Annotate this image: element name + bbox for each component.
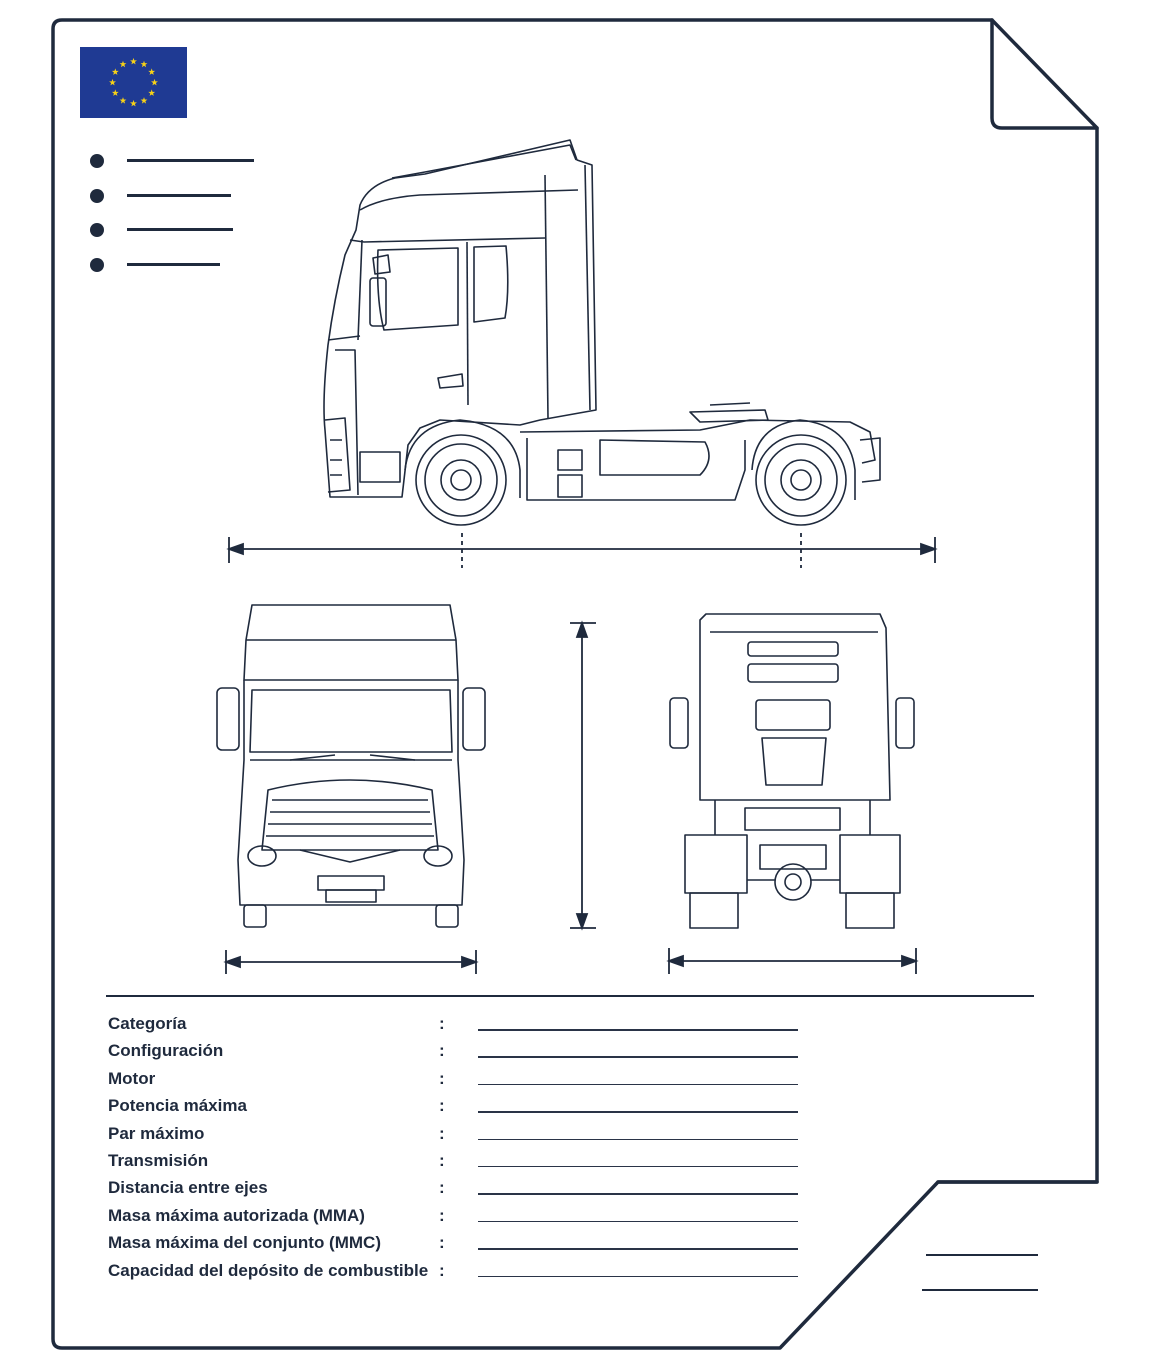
flag-star — [130, 57, 137, 65]
spec-colon: : — [439, 1260, 445, 1280]
spec-value-field[interactable] — [478, 1083, 798, 1086]
spec-colon: : — [439, 1041, 445, 1061]
truck-rear-view — [669, 613, 915, 929]
spec-label: Configuración — [108, 1041, 224, 1061]
spec-colon: : — [439, 1205, 445, 1225]
date-line[interactable] — [922, 1289, 1038, 1291]
rear-width-dimension — [666, 948, 919, 974]
spec-row-motor: Motor : — [108, 1065, 808, 1092]
spec-colon: : — [439, 1150, 445, 1170]
placeholder-line — [127, 159, 254, 162]
side-length-dimension — [226, 533, 938, 568]
spec-value-field[interactable] — [478, 1165, 798, 1168]
height-dimension — [570, 620, 596, 931]
flag-star — [109, 78, 116, 86]
flag-star — [151, 78, 158, 86]
spec-label: Masa máxima autorizada (MMA) — [108, 1205, 365, 1225]
spec-row-deposito: Capacidad del depósito de combustible : — [108, 1257, 808, 1284]
spec-row-distancia-ejes: Distancia entre ejes : — [108, 1174, 808, 1201]
spec-value-field[interactable] — [478, 1056, 798, 1058]
placeholder-line — [127, 228, 233, 231]
spec-value-field[interactable] — [478, 1275, 798, 1278]
flag-star — [119, 97, 127, 104]
spec-colon: : — [439, 1068, 445, 1088]
spec-row-configuracion: Configuración : — [108, 1037, 808, 1064]
spec-colon: : — [439, 1123, 445, 1143]
spec-label: Masa máxima del conjunto (MMC) — [108, 1233, 381, 1253]
spec-label: Par máximo — [108, 1123, 205, 1143]
spec-value-field[interactable] — [478, 1220, 798, 1223]
flag-star — [111, 68, 119, 75]
spec-colon: : — [439, 1233, 445, 1253]
flag-star — [130, 99, 137, 107]
truck-side-view — [323, 139, 881, 526]
bullet-dot — [90, 223, 104, 237]
spec-label: Potencia máxima — [108, 1096, 247, 1116]
spec-row-par: Par máximo : — [108, 1120, 808, 1147]
flag-star — [119, 60, 127, 68]
flag-star — [111, 89, 119, 96]
spec-row-mmc: Masa máxima del conjunto (MMC) : — [108, 1229, 808, 1256]
spec-value-field[interactable] — [478, 1029, 798, 1031]
spec-label: Categoría — [108, 1014, 187, 1033]
placeholder-line — [127, 193, 231, 197]
spec-value-field[interactable] — [478, 1138, 798, 1141]
spec-colon: : — [439, 1014, 445, 1033]
truck-front-view — [216, 604, 486, 928]
bullet-dot — [90, 257, 104, 272]
spec-value-field[interactable] — [478, 1193, 798, 1195]
spec-label: Capacidad del depósito de combustible — [108, 1260, 429, 1280]
spec-label: Transmisión — [108, 1150, 209, 1170]
spec-row-potencia: Potencia máxima : — [108, 1092, 808, 1119]
spec-label: Motor — [108, 1068, 156, 1088]
signature-line[interactable] — [926, 1254, 1038, 1256]
front-width-dimension — [223, 950, 479, 974]
spec-label: Distancia entre ejes — [108, 1178, 268, 1198]
bullet-dot — [90, 154, 104, 168]
spec-row-transmision: Transmisión : — [108, 1147, 808, 1174]
eu-flag — [80, 47, 187, 118]
spec-value-field[interactable] — [478, 1248, 798, 1250]
flag-star — [140, 60, 148, 68]
flag-star — [148, 68, 156, 75]
placeholder-line — [127, 262, 220, 266]
flag-star — [140, 97, 148, 104]
spec-colon: : — [439, 1096, 445, 1116]
spec-row-mma: Masa máxima autorizada (MMA) : — [108, 1202, 808, 1229]
spec-colon: : — [439, 1178, 445, 1198]
spec-table: Categoría : Configuración : Motor : Pote… — [108, 1010, 808, 1284]
bullet-dot — [90, 188, 104, 203]
spec-row-categoria: Categoría : — [108, 1010, 808, 1037]
flag-star — [148, 89, 156, 96]
spec-value-field[interactable] — [478, 1111, 798, 1113]
